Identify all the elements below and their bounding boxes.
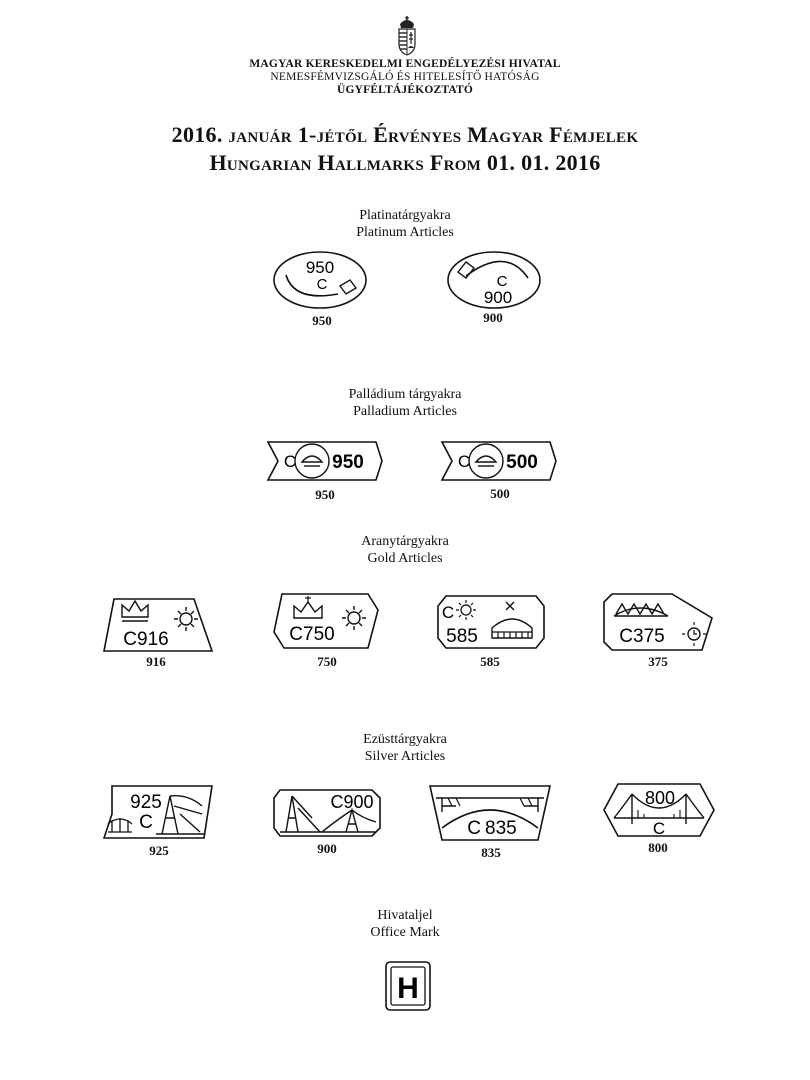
platinum-900-value: 900 [483, 310, 503, 325]
platinum-900-mark-bottom: 900 [484, 288, 512, 307]
platinum-950-mark: 950 C [273, 251, 367, 309]
silver-925-mark-letter: C [139, 812, 153, 833]
palladium-950-mark-number: 950 [332, 452, 364, 473]
palladium-950-mark-letter: C [284, 452, 296, 471]
section-office-hu: Hivataljel [377, 908, 433, 923]
title-hungarian: 2016. január 1-jétől Érvényes Magyar Fém… [171, 122, 639, 147]
silver-900-mark-letter: C [330, 792, 343, 812]
section-silver-hu: Ezüsttárgyakra [363, 732, 447, 747]
silver-925-mark-number: 925 [130, 792, 162, 813]
title-english: Hungarian Hallmarks From 01. 01. 2016 [209, 150, 601, 175]
section-office-en: Office Mark [370, 925, 440, 940]
silver-800-mark: 800 C [603, 783, 715, 838]
section-silver-en: Silver Articles [364, 749, 446, 764]
palladium-500-value: 500 [490, 486, 510, 501]
section-gold-title: Aranytárgyakra Gold Articles [0, 533, 810, 567]
silver-900-mark-text: C900 [330, 792, 373, 812]
gold-750-value: 750 [317, 654, 337, 669]
gold-916-mark-letter: C [123, 629, 137, 650]
silver-835-value: 835 [481, 845, 501, 860]
gold-585-mark-number: 585 [446, 626, 478, 647]
gold-585-mark: C 585 [437, 595, 545, 649]
gold-750-mark-number: 750 [303, 624, 335, 645]
gold-375-value: 375 [648, 654, 668, 669]
gold-916-mark-text: C916 [123, 629, 168, 650]
silver-835-mark-letter: C [467, 818, 481, 839]
silver-900-mark-number: 900 [343, 792, 373, 812]
platinum-950-value: 950 [312, 313, 332, 328]
section-palladium-en: Palladium Articles [353, 404, 457, 419]
platinum-950-mark-letter: C [317, 276, 328, 293]
palladium-500-mark: C 500 [440, 441, 557, 481]
silver-900-value: 900 [317, 841, 337, 856]
gold-585-value: 585 [480, 654, 500, 669]
section-silver-title: Ezüsttárgyakra Silver Articles [0, 731, 810, 765]
palladium-950-mark: C 950 [266, 441, 383, 481]
gold-750-mark: C750 [273, 593, 379, 649]
office-mark: H [385, 961, 431, 1011]
silver-800-mark-letter: C [653, 819, 665, 838]
section-gold-en: Gold Articles [367, 551, 443, 566]
header-line3: ÜGYFÉLTÁJÉKOZTATÓ [336, 84, 474, 96]
header-line2: NEMESFÉMVIZSGÁLÓ ÉS HITELESÍTŐ HATÓSÁG [270, 71, 540, 83]
silver-925-mark: 925 C [102, 785, 213, 839]
platinum-900-mark: C 900 [447, 251, 541, 309]
gold-916-mark-number: 916 [137, 629, 169, 650]
office-mark-letter: H [397, 972, 419, 1005]
section-palladium-title: Palládium tárgyakra Palladium Articles [0, 386, 810, 420]
section-office-title: Hivataljel Office Mark [0, 907, 810, 941]
platinum-950-mark-top: 950 [306, 258, 334, 277]
gold-916-value: 916 [146, 654, 166, 669]
gold-375-mark-number: 375 [633, 626, 665, 647]
silver-800-mark-number: 800 [645, 788, 675, 808]
silver-800-value: 800 [648, 840, 668, 855]
gold-750-mark-letter: C [289, 624, 303, 645]
header-line1: MAGYAR KERESKEDELMI ENGEDÉLYEZÉSI HIVATA… [249, 58, 561, 70]
coat-of-arms-icon [398, 16, 416, 56]
gold-585-mark-letter: C [442, 603, 454, 622]
section-platinum-title: Platinatárgyakra Platinum Articles [0, 207, 810, 241]
gold-750-mark-text: C750 [289, 624, 334, 645]
section-palladium-hu: Palládium tárgyakra [348, 387, 462, 402]
gold-375-mark-letter: C [619, 626, 633, 647]
gold-375-mark-text: C375 [619, 626, 664, 647]
section-platinum-en: Platinum Articles [356, 225, 454, 240]
gold-916-mark: C916 [103, 598, 214, 652]
silver-835-mark-number: 835 [485, 818, 517, 839]
palladium-500-mark-number: 500 [506, 452, 538, 473]
section-platinum-hu: Platinatárgyakra [359, 208, 451, 223]
gold-375-mark: C375 [603, 593, 713, 651]
palladium-950-value: 950 [315, 487, 335, 502]
section-gold-hu: Aranytárgyakra [361, 534, 449, 549]
silver-925-value: 925 [149, 843, 169, 858]
palladium-500-mark-letter: C [458, 452, 470, 471]
platinum-900-mark-letter: C [497, 273, 508, 290]
silver-900-mark: C900 [273, 789, 381, 837]
